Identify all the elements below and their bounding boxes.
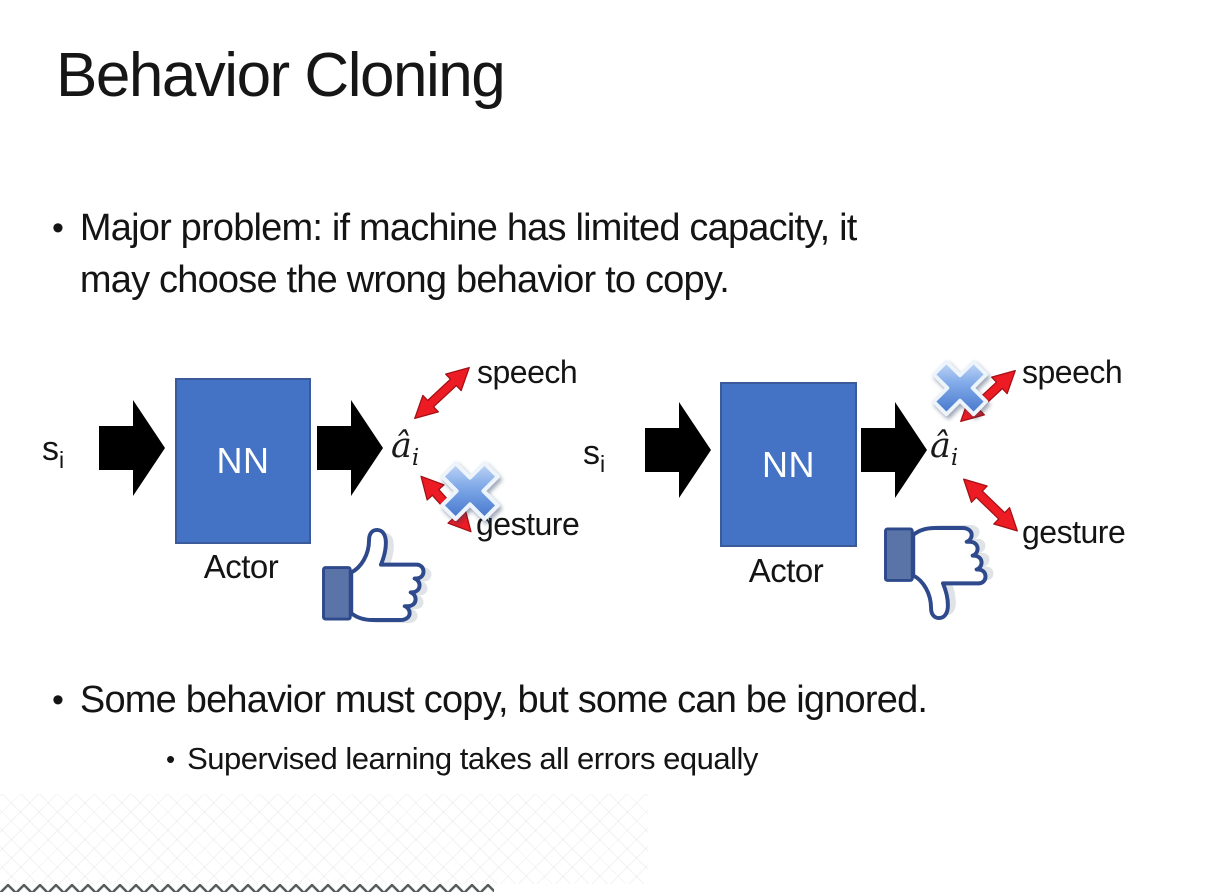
right-speech-label: speech [1022, 354, 1123, 390]
sub-bullet-supervised-text: Supervised learning takes all errors equ… [187, 741, 758, 776]
bullet-some-behavior-text: Some behavior must copy, but some can be… [79, 679, 928, 721]
bullet-major-problem-text: Major problem: if machine has limited ca… [80, 202, 857, 306]
thumbs-down-icon [883, 524, 996, 621]
thumbs-up-icon [321, 527, 432, 624]
left-output-action-label: âi [391, 426, 420, 471]
bottom-zigzag-artifact [0, 884, 494, 892]
bullet-some-behavior: • Some behavior must copy, but some can … [52, 674, 1172, 726]
bullet-line-2: may choose the wrong behavior to copy. [79, 259, 730, 301]
left-nn-label: NN [216, 440, 270, 481]
bullet-marker: • [52, 681, 64, 719]
slide-title: Behavior Cloning [56, 41, 506, 110]
left-input-state-label: si [42, 430, 65, 473]
left-actor-label: Actor [203, 548, 279, 585]
right-cross-out-icon [928, 356, 992, 420]
right-nn-box: NN [720, 382, 857, 547]
left-output-arrow-icon [317, 400, 383, 496]
bullet-marker: • [166, 744, 176, 774]
right-output-arrow-icon [861, 402, 927, 498]
right-nn-label: NN [762, 443, 815, 485]
right-output-action-label: âi [930, 426, 959, 471]
left-nn-box: NN [175, 378, 311, 544]
bullet-marker: • [52, 209, 64, 247]
right-input-state-label: si [583, 434, 606, 477]
right-gesture-label: gesture [1022, 514, 1126, 550]
left-speech-label: speech [477, 354, 578, 390]
right-actor-label: Actor [748, 552, 824, 589]
bullet-line-1: Major problem: if machine has limited ca… [79, 207, 857, 249]
bottom-hatch-artifact [0, 794, 648, 884]
left-speech-arrow-icon [406, 358, 478, 428]
sub-bullet-supervised: • Supervised learning takes all errors e… [166, 737, 758, 781]
left-input-arrow-icon [99, 400, 165, 496]
right-input-arrow-icon [645, 402, 711, 498]
bullet-major-problem: • Major problem: if machine has limited … [52, 202, 1132, 306]
left-cross-out-icon [436, 457, 504, 525]
